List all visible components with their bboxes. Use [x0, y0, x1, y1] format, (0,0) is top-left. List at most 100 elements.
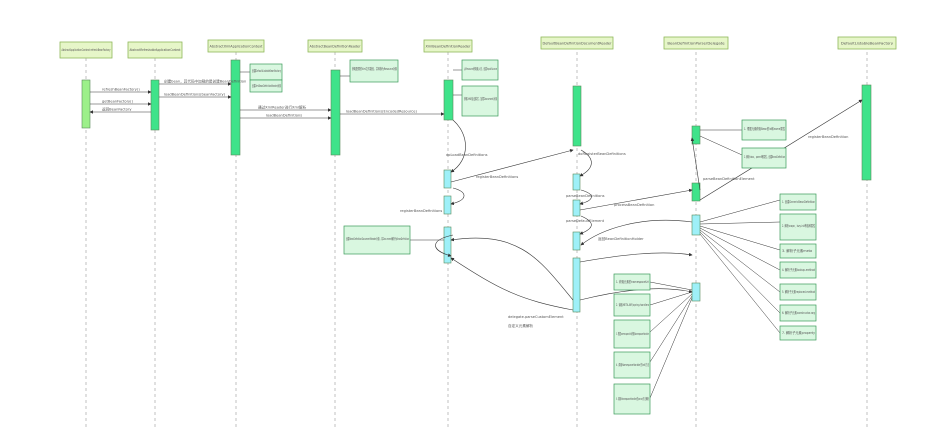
activation-p1 [150, 79, 160, 131]
arrow-m13 [579, 189, 592, 205]
note-connectors [240, 69, 781, 399]
note-n6 [343, 225, 411, 255]
activation-p6-a [691, 125, 701, 145]
note-n9 [779, 193, 817, 211]
note-label-n13: 5. 解析子元素replaced-method [782, 289, 815, 294]
note-label-n18: 3. 根据namespaceUri获取NamespaceHandler [616, 331, 649, 336]
message-label-m3: 返回BeanFactory [102, 107, 132, 112]
message-label-m10: registerBeanDefinitions [476, 175, 518, 179]
note-n10 [779, 213, 817, 241]
note-label-n4: 从Resource获取输入流，创建InputSource [464, 66, 497, 71]
activation-p5-b [572, 199, 581, 217]
note-label-n1: 创建DefaultListableBeanFactory [252, 68, 281, 73]
note-label-n20: 5. 调用NamespaceHandler的parse方法解析 [616, 396, 649, 401]
arrow-m11 [450, 187, 465, 206]
note-label-n17: 2. 读取META-INF/spring.handlers [616, 302, 649, 307]
activation-p2 [230, 59, 241, 156]
participant-box-p7 [837, 36, 897, 50]
arrow-m20 [580, 219, 693, 246]
message-label-m2: getBeanFactory() [102, 100, 134, 104]
participant-label-p3: AbstractBeanDefinitionReader [310, 44, 361, 49]
note-label-n8: 2. 解析class、parent等属性，创建BeanDefinition [744, 154, 785, 159]
arrow-m14 [579, 215, 592, 235]
note-n16 [613, 273, 651, 291]
note-label-n10: 2. 解析scope、lazy-init等各种属性 [782, 223, 815, 228]
message-label-m15: processBeanDefinition [614, 203, 654, 207]
note-label-n7: 1. 根据元素获取Bean的id和name属性 [744, 126, 785, 131]
note-n7 [741, 119, 787, 141]
note-label-n12: 4. 解析子元素lookup-method [782, 267, 815, 272]
arrow-m23 [435, 234, 454, 257]
arrow-m16 [450, 237, 574, 301]
message-label-m19: registerBeanDefinition [808, 135, 848, 139]
note-n14 [779, 304, 817, 322]
message-label-m20: 返回BeanDefinitionHolder [598, 236, 644, 241]
activation-p6-b [691, 182, 701, 202]
note-label-n11: 3. 解析子元素meta [782, 248, 812, 253]
participant-box-p1 [127, 41, 183, 59]
activation-p4-c [443, 226, 452, 264]
activation-p0 [81, 79, 91, 129]
arrow-m21 [579, 252, 693, 263]
message-label-m6: 通过XmlReader进行Xml解析 [258, 105, 307, 110]
participant-label-p7: DefaultListableBeanFactory [841, 41, 894, 46]
participant-label-p2: AbstractXmlApplicationContext [210, 44, 263, 49]
participant-box-p2 [207, 39, 265, 53]
note-n3 [349, 59, 399, 83]
note-n18 [613, 319, 651, 349]
note-n17 [613, 293, 651, 317]
participant-label-p0: AbstractApplicationContext refreshBeanFa… [62, 47, 111, 52]
arrow-m12 [579, 149, 592, 177]
activation-p6-d [691, 282, 701, 302]
message-label-m7: loadBeanDefinitions [266, 114, 302, 118]
message-label-m14: parseDefaultElement [566, 219, 605, 223]
arrow-m18 [690, 137, 701, 191]
notes [249, 59, 817, 415]
activation-p5-main [572, 85, 582, 147]
arrow-m17 [450, 257, 574, 311]
note-label-n19: 4. 调用NamespaceHandler的init方法 [616, 362, 649, 367]
message-arrows [89, 82, 863, 311]
note-n19 [613, 351, 651, 379]
participant-label-p1: AbstractRefreshableApplicationContext [130, 47, 181, 52]
activation-p5-d [572, 257, 581, 313]
message-label-m1: refreshBeanFactory() [102, 88, 140, 92]
activation-p5-a [572, 173, 581, 191]
participant-box-p4 [423, 39, 473, 53]
note-n15 [779, 325, 817, 341]
activations [81, 59, 872, 313]
message-label-m11: registerBeanDefinitions [400, 209, 442, 213]
participant-label-p5: DefaultBeanDefinitionDocumentReader [543, 41, 612, 46]
arrow-m9 [450, 119, 466, 173]
message-label-m12: doRegisterBeanDefinitions [578, 152, 626, 156]
arrow-m15 [579, 188, 693, 211]
note-n8 [741, 147, 787, 169]
note-n2 [249, 79, 283, 93]
participant-box-p5 [540, 36, 614, 50]
message-label-m5: loadBeanDefinitions(beanFactory) [164, 93, 226, 97]
note-label-n9: 1. 创建GenericBeanDefinition [782, 199, 815, 204]
activation-p3 [330, 69, 341, 156]
note-n12 [779, 261, 817, 279]
note-label-n2: 创建XmlBeanDefinitionReader对象 [252, 83, 281, 88]
participant-label-p4: XmlBeanDefinitionReader [426, 44, 471, 49]
activation-p6-c [691, 214, 701, 236]
note-n13 [779, 283, 817, 301]
note-label-n14: 6. 解析子元素constructor-arg [782, 310, 815, 315]
participant-headers [59, 36, 897, 59]
note-label-n5: 获取XML验证模式，加载Document对象 [464, 96, 497, 101]
note-n4 [461, 59, 499, 81]
participant-box-p6 [663, 36, 729, 50]
participant-label-p6: BeanDefinitionParserDelegate [667, 41, 725, 46]
message-label-m18: parseBeanDefinitionElement [703, 177, 755, 181]
message-label-m8: loadBeanDefinitions(EncodedResource) [346, 110, 417, 114]
arrow-m10 [450, 149, 574, 183]
note-label-n6: 创建BeanDefinitionDocumentReader对象，将Docume… [346, 236, 409, 241]
note-label-n16: 1. 获取元素的namespaceUri [616, 279, 649, 284]
note-n11 [779, 243, 817, 259]
activation-p4-main [443, 79, 454, 121]
message-label-m4: 创建bean，其代码中加载的是创建BeanDefinition [164, 79, 246, 84]
message-label-m16: delegate.parseCustomElement [508, 315, 564, 319]
